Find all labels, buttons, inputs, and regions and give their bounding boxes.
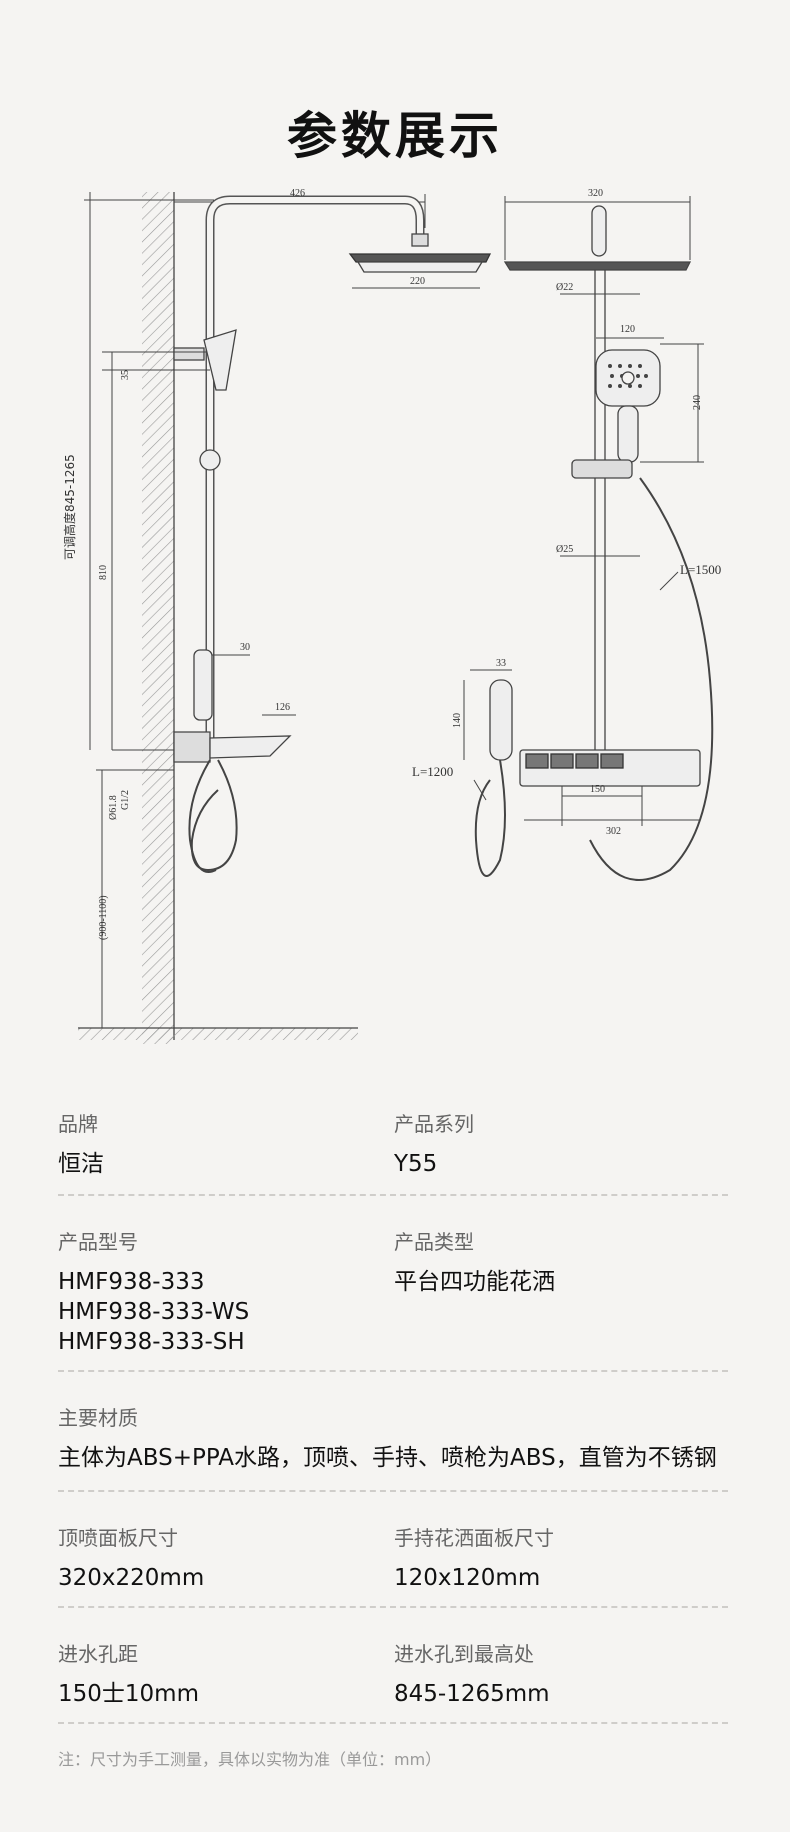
model-label: 产品型号 (58, 1230, 138, 1254)
dim-150-label: 150 (590, 784, 605, 795)
dim-320-label: 320 (588, 188, 603, 199)
front-view-labels: 320 Ø22 120 240 Ø25 L=1500 33 140 L=1200… (412, 188, 721, 837)
dim-810-label: 810 (98, 565, 109, 580)
model-value: HMF938-333 (58, 1269, 205, 1295)
top-panel-label: 顶喷面板尺寸 (58, 1526, 178, 1550)
inlet-distance-value: 150士10mm (58, 1681, 199, 1707)
dim-30-label: 30 (240, 642, 250, 653)
dim-126-label: 126 (275, 702, 290, 713)
spec-row-brand: 品牌 恒洁 产品系列 Y55 (58, 1108, 728, 1179)
hose-short-label: L=1200 (412, 764, 453, 779)
model-value: HMF938-333-SH (58, 1329, 245, 1355)
inlet-height-value: 845-1265mm (394, 1681, 550, 1707)
dim-35-label: 35 (120, 370, 131, 380)
divider (58, 1370, 728, 1372)
dim-120-label: 120 (620, 324, 635, 335)
material-value: 主体为ABS+PPA水路，顶喷、手持、喷枪为ABS，直管为不锈钢 (58, 1445, 717, 1471)
front-view (463, 196, 714, 881)
material-label: 主要材质 (58, 1406, 138, 1430)
divider (58, 1722, 728, 1724)
type-value: 平台四功能花洒 (394, 1269, 555, 1295)
top-panel-value: 320x220mm (58, 1565, 205, 1591)
hose-long-label: L=1500 (680, 562, 721, 577)
divider (58, 1606, 728, 1608)
hand-panel-label: 手持花洒面板尺寸 (394, 1526, 554, 1550)
measurement-note: 注：尺寸为手工测量，具体以实物为准（单位：mm） (58, 1750, 442, 1769)
spec-row-inlet: 进水孔距 150士10mm 进水孔到最高处 845-1265mm (58, 1638, 728, 1709)
dim-g-label: G1/2 (120, 790, 131, 810)
dim-phi-label: Ø61.8 (108, 795, 119, 820)
dim-phi22-label: Ø22 (556, 282, 573, 293)
dim-phi25-label: Ø25 (556, 544, 573, 555)
brand-value: 恒洁 (58, 1151, 104, 1177)
floor-hatch (78, 1028, 358, 1040)
type-label: 产品类型 (394, 1230, 474, 1254)
divider (58, 1490, 728, 1492)
page-title: 参数展示 (287, 107, 503, 165)
dimension-drawing: 426 220 35 810 30 126 Ø61.8 G1/2 (900-11… (62, 188, 721, 1044)
spec-row-panel: 顶喷面板尺寸 320x220mm 手持花洒面板尺寸 120x120mm (58, 1522, 728, 1593)
dim-302-label: 302 (606, 826, 621, 837)
inlet-distance-label: 进水孔距 (58, 1642, 138, 1666)
spec-row-model: 产品型号 HMF938-333 HMF938-333-WS HMF938-333… (58, 1226, 728, 1357)
dim-range-label: (900-1100) (98, 895, 109, 940)
series-label: 产品系列 (394, 1112, 474, 1136)
dim-240-label: 240 (692, 395, 703, 410)
dim-width-label: 426 (290, 188, 305, 199)
model-values: HMF938-333 HMF938-333-WS HMF938-333-SH (58, 1267, 728, 1357)
wall-hatch (142, 192, 174, 1044)
side-view-labels: 426 220 35 810 30 126 Ø61.8 G1/2 (900-11… (62, 188, 425, 940)
spec-row-material: 主要材质 主体为ABS+PPA水路，顶喷、手持、喷枪为ABS，直管为不锈钢 (58, 1402, 728, 1473)
inlet-height-label: 进水孔到最高处 (394, 1642, 534, 1666)
dim-33-label: 33 (496, 658, 506, 669)
hand-panel-value: 120x120mm (394, 1565, 541, 1591)
series-value: Y55 (394, 1151, 438, 1177)
side-view (78, 192, 492, 1044)
brand-label: 品牌 (58, 1112, 98, 1136)
model-value: HMF938-333-WS (58, 1299, 250, 1325)
dim-head-label: 220 (410, 276, 425, 287)
dim-140-label: 140 (452, 713, 463, 728)
adjustable-height-label: 可调高度845-1265 (62, 454, 77, 560)
divider (58, 1194, 728, 1196)
